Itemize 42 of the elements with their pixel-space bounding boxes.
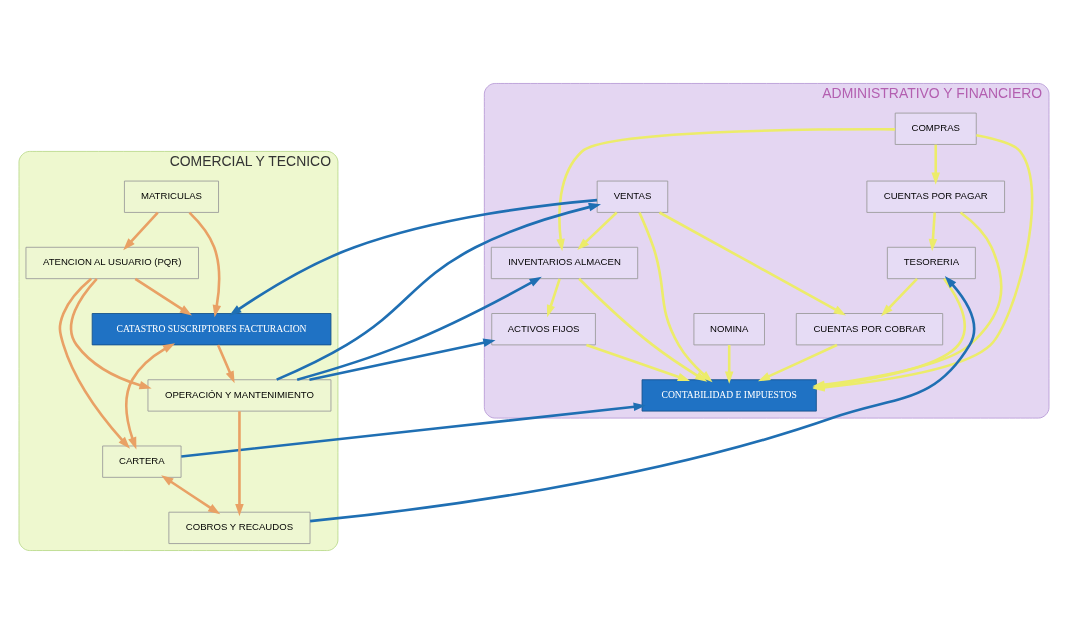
arrow [310,275,976,522]
arrow [229,198,598,316]
arrow [577,211,618,250]
arrow [881,277,918,316]
node-box: COBROS Y RECAUDOS [168,511,311,544]
node-box: VENTAS [596,180,669,213]
arrow [188,211,222,317]
node-box: INVENTARIOS ALMACEN [490,246,639,279]
arrow [134,277,192,316]
node-box: COMPRAS [894,112,977,145]
arrow [724,344,734,384]
arrow [296,276,542,381]
arrow [161,474,221,514]
node-box: ATENCION AL USUARIO (PQR) [25,246,199,279]
node-box: CATASTRO SUSCRIPTORES FACTURACION [91,312,332,345]
arrow [125,342,176,449]
node-box: CONTABILIDAD E IMPUESTOS [641,378,817,412]
node-box: CUENTAS POR PAGAR [866,180,1005,213]
arrow [578,277,708,382]
arrow [276,202,601,381]
arrow [757,343,838,381]
node-box: ACTIVOS FIJOS [491,312,596,345]
node-box: NOMINA [693,312,765,345]
node-box: OPERACIÓN Y MANTENIMIENTO [147,378,332,412]
node-box: MATRICULAS [124,180,219,213]
arrow [235,410,244,516]
arrow [931,144,940,185]
arrow [585,343,690,381]
arrow [58,277,130,449]
arrow [546,277,561,317]
node-box: CUENTAS POR COBRAR [795,312,944,345]
arrow [69,277,152,389]
arrow [216,344,235,383]
arrow [928,212,938,251]
arrow [638,211,713,382]
arrow [123,211,159,250]
arrow [181,402,646,458]
node-box: TESORERIA [886,246,976,279]
arrow [658,210,846,315]
arrow [556,127,895,251]
node-box: CARTERA [102,445,182,478]
arrow [309,338,496,381]
